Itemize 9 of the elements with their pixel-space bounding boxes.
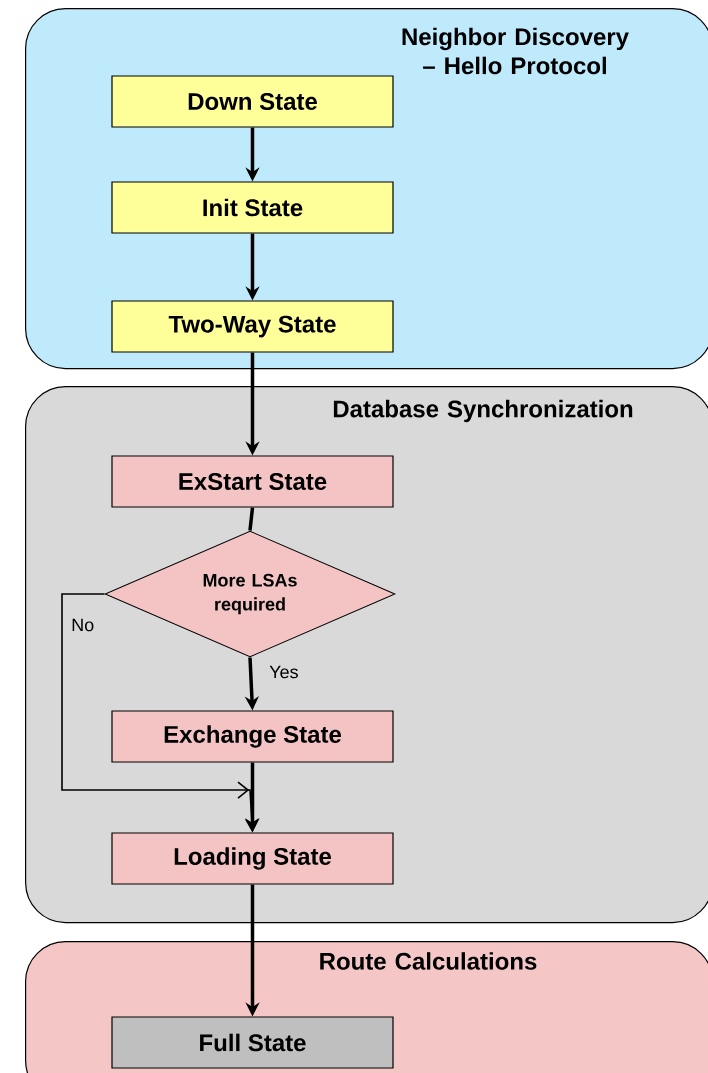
state-box: Loading State <box>111 832 394 885</box>
state-box: Two-Way State <box>111 300 394 353</box>
state-box: Full State <box>111 1016 394 1069</box>
edge-label: No <box>72 618 94 632</box>
state-box: ExStart State <box>111 455 394 508</box>
state-box: Init State <box>111 181 394 234</box>
state-box: Down State <box>111 75 394 128</box>
state-box: Exchange State <box>111 710 394 763</box>
edge-label: Yes <box>269 665 298 679</box>
